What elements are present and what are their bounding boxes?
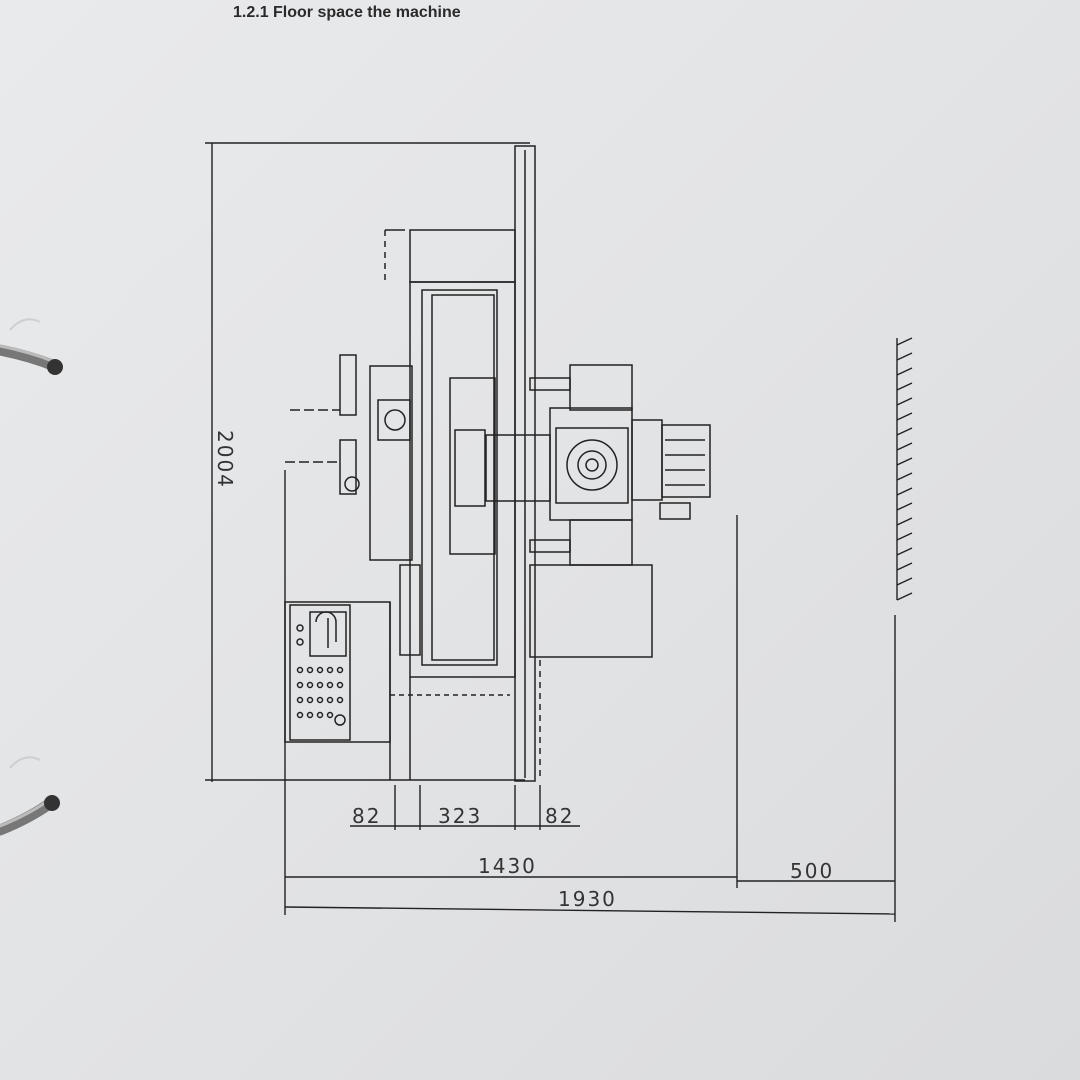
dim-323: 323: [438, 804, 482, 828]
dim-82-right: 82: [545, 804, 574, 828]
height-label: 2004: [213, 430, 237, 489]
height-dimension: [205, 142, 530, 782]
dim-82-left: 82: [352, 804, 381, 828]
dim-1930: 1930: [558, 887, 617, 911]
dim-1430: 1430: [478, 854, 537, 878]
dim-500: 500: [790, 859, 834, 883]
page-title: 1.2.1 Floor space the machine: [233, 4, 461, 21]
binder-ring-bottom: [0, 756, 60, 836]
binder-ring-top: [0, 318, 63, 375]
machine-outline: [284, 145, 711, 782]
width-dimensions: [284, 470, 896, 915]
wall-hatch: [894, 337, 913, 922]
